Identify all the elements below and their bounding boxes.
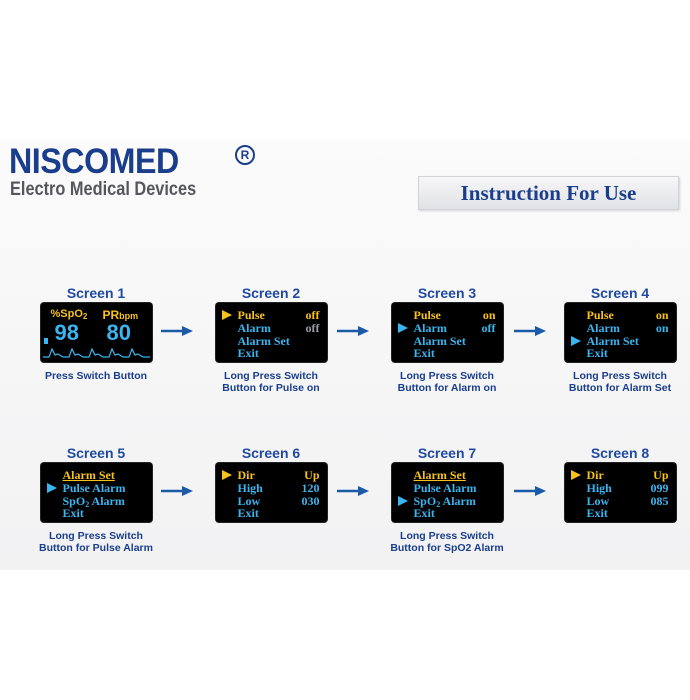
- pointer-triangle-icon: [46, 483, 57, 493]
- screen-label: Screen 7: [417, 445, 477, 461]
- screen-5-block: Screen 5 Alarm Set Pulse Alarm SpO2 Alar…: [21, 445, 171, 554]
- page-title: Instruction For Use: [460, 181, 637, 205]
- arrow-right-icon: [337, 326, 369, 336]
- pr-label: PRbpm: [102, 308, 139, 322]
- menu-row-alarm-set: Alarm Set: [413, 334, 466, 348]
- screen-label: Screen 8: [590, 445, 650, 461]
- screen-label: Screen 3: [417, 285, 477, 301]
- menu-row-exit: Exit: [62, 506, 84, 520]
- menu-row-exit: Exit: [586, 506, 608, 520]
- screen-label: Screen 2: [241, 285, 301, 301]
- menu-row-pulse-alarm: Pulse Alarm: [41, 482, 152, 494]
- menu-row-pulse-alarm: Pulse Alarm: [413, 481, 477, 495]
- spo2-value: 98: [54, 320, 79, 345]
- menu-row-alarm-set: Alarm Set: [237, 334, 290, 348]
- arrow-right-icon: [337, 486, 369, 496]
- menu-row-alarm-set: Alarm Set: [413, 468, 466, 482]
- pleth-waveform-icon: [42, 347, 150, 358]
- pointer-triangle-icon: [221, 310, 232, 320]
- pointer-triangle-icon: [570, 470, 581, 480]
- screen-7-block: Screen 7 Alarm Set Pulse Alarm SpO2 Alar…: [372, 445, 522, 554]
- menu-row-exit: Exit: [237, 346, 259, 360]
- pointer-triangle-icon: [397, 323, 408, 333]
- menu-row-spo2-alarm: SpO2 Alarm: [62, 494, 125, 509]
- menu-display: Alarm Set Pulse Alarm SpO2 Alarm Exit: [40, 463, 152, 522]
- menu-row-exit: Exit: [586, 346, 608, 360]
- menu-display: Alarm Set Pulse Alarm SpO2 Alarm Exit: [391, 463, 503, 522]
- pointer-triangle-icon: [221, 470, 232, 480]
- instruction-title-banner: Instruction For Use: [418, 176, 679, 210]
- arrow-right-icon: [514, 326, 546, 336]
- arrow-right-icon: [161, 486, 193, 496]
- registered-mark-icon: R: [235, 145, 255, 165]
- screen-caption: Press Switch Button: [44, 370, 148, 382]
- niscomed-logo: NISCOMED R Electro Medical Devices: [9, 143, 259, 203]
- screen-label: Screen 1: [66, 285, 126, 301]
- arrow-right-icon: [161, 326, 193, 336]
- menu-row-exit: Exit: [413, 346, 435, 360]
- pointer-triangle-icon: [397, 496, 408, 506]
- spo2-label: %SpO2: [50, 308, 88, 321]
- arrow-right-icon: [514, 486, 546, 496]
- pr-value: 80: [106, 320, 131, 345]
- screen-label: Screen 4: [590, 285, 650, 301]
- menu-row-exit: Exit: [413, 506, 435, 520]
- oximeter-display: %SpO2 PRbpm 98 80: [40, 303, 152, 362]
- menu-row-exit: Exit: [237, 506, 259, 520]
- signal-bar-icon: [43, 338, 48, 344]
- pointer-triangle-icon: [570, 336, 581, 346]
- menu-row-alarm-set: Alarm Set: [565, 335, 676, 347]
- logo-tagline: Electro Medical Devices: [10, 179, 197, 200]
- screen-1-block: Screen 1 %SpO2 PRbpm 98 80 Press Switch …: [21, 285, 171, 382]
- menu-row-alarm-set: Alarm Set: [62, 468, 115, 482]
- screen-label: Screen 6: [241, 445, 301, 461]
- logo-wordmark: NISCOMED: [9, 142, 179, 181]
- menu-row-spo2-alarm: SpO2 Alarm: [392, 495, 503, 509]
- screen-label: Screen 5: [66, 445, 126, 461]
